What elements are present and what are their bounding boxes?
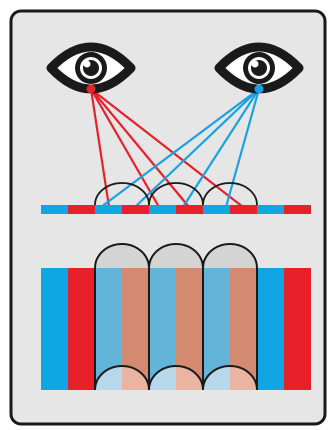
lens-bump: [148, 182, 204, 206]
lens-outline: [148, 243, 204, 390]
sight-line: [90, 88, 160, 208]
lens-base-blue: [203, 366, 230, 390]
lens-base-arc: [94, 365, 150, 391]
sight-line: [182, 88, 260, 208]
right-eye-sight-lines: [100, 88, 261, 208]
lenticular-lens-strip: [94, 182, 258, 206]
lens-column: [148, 243, 204, 391]
sight-line: [90, 88, 190, 208]
strip-segment-red: [68, 205, 95, 214]
eye-highlight: [83, 60, 91, 68]
lens-base-red: [122, 366, 149, 390]
sight-line: [90, 88, 244, 208]
lens-base-blue: [149, 366, 176, 390]
left-eye-sight-lines: [89, 88, 244, 208]
lens-column: [94, 243, 150, 391]
strip-segment-red: [230, 205, 257, 214]
eye-highlight: [251, 60, 259, 68]
lens-base-blue: [95, 366, 122, 390]
strip-segment-red: [122, 205, 149, 214]
left-eye-focus-dot: [86, 84, 96, 94]
right-eye-focus-dot: [254, 84, 264, 94]
strip-segment-blue: [95, 205, 122, 214]
eye-icon: [46, 42, 136, 94]
eye-icon: [214, 42, 304, 94]
lens-base-red: [176, 366, 203, 390]
strip-segment-blue: [149, 205, 176, 214]
outer-strip-blue: [257, 268, 284, 390]
lens-dome: [95, 244, 149, 268]
strip-segment-blue: [41, 205, 68, 214]
lens-base-red: [230, 366, 257, 390]
lens-base-arc: [202, 365, 258, 391]
lens-bump: [202, 182, 258, 206]
strip-segment-blue: [257, 205, 284, 214]
lens-base-arc: [148, 365, 204, 391]
lens-bump: [94, 182, 150, 206]
sight-line: [100, 88, 260, 208]
strip-segment-red: [176, 205, 203, 214]
lens-outline: [202, 243, 258, 390]
strip-segment-blue: [203, 205, 230, 214]
outer-strip-red: [284, 268, 311, 390]
magnified-lens-section: [41, 243, 311, 391]
lens-outline: [94, 243, 150, 390]
sight-line: [134, 88, 260, 208]
strip-segment-red: [284, 205, 311, 214]
lens-dome: [203, 244, 257, 268]
interlaced-image-strip: [41, 205, 311, 214]
sight-line: [224, 88, 261, 208]
outer-strip-red: [68, 268, 95, 390]
lens-dome: [149, 244, 203, 268]
lens-column: [202, 243, 258, 391]
outer-strip-blue: [41, 268, 68, 390]
